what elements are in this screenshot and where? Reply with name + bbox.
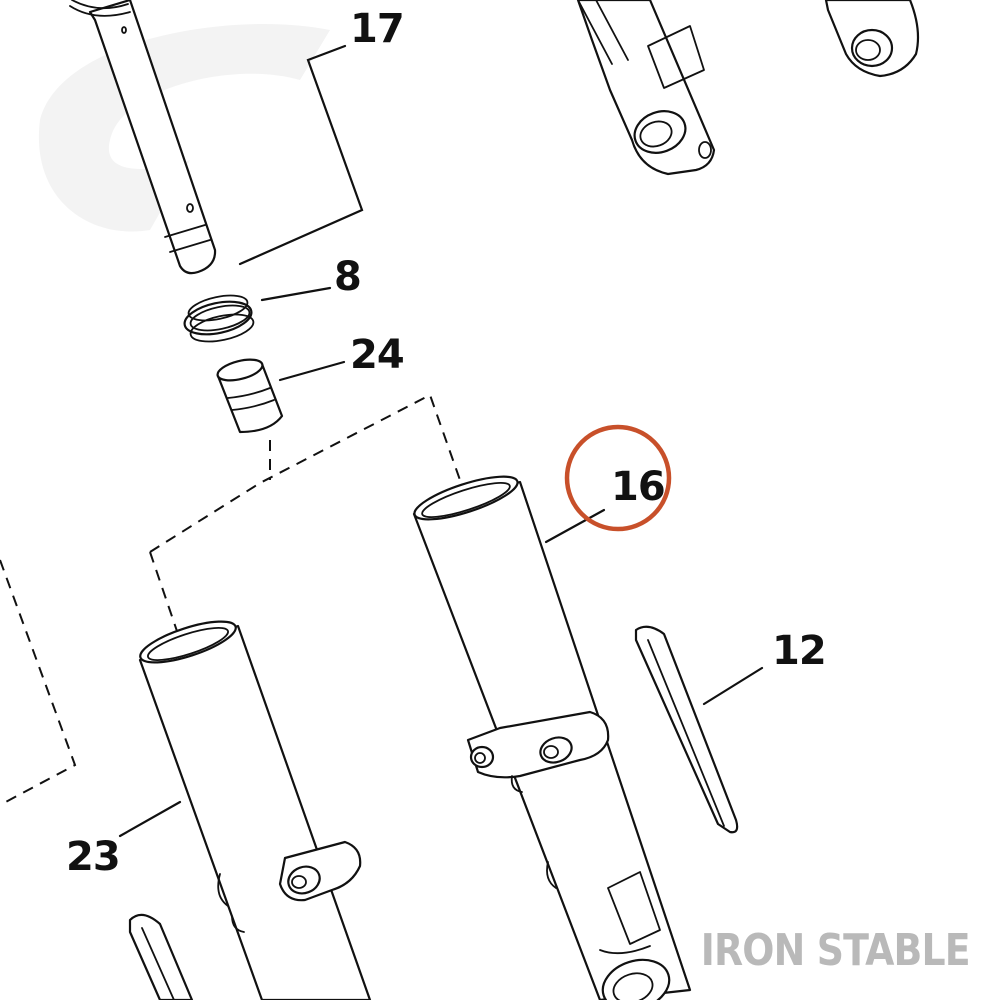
lower-strip-partial <box>128 913 194 1000</box>
callout-12: 12 <box>772 628 826 674</box>
upper-triple-clamp-part <box>576 0 716 176</box>
background-watermark-shape <box>38 24 331 232</box>
part-8-spring <box>183 294 255 343</box>
upper-clamp-part-right <box>824 0 920 78</box>
highlight-circle <box>564 424 672 532</box>
part-16-fork-slider <box>412 475 692 1000</box>
callout-16: 16 <box>611 464 665 510</box>
callout-17: 17 <box>350 6 404 52</box>
callout-leaders <box>118 44 764 838</box>
part-24-bushing <box>216 358 284 434</box>
part-23-fork-slider <box>138 620 372 1000</box>
callout-8: 8 <box>334 254 361 300</box>
callout-23: 23 <box>66 834 120 880</box>
brand-watermark: IRON STABLE <box>701 925 971 976</box>
part-17-fork-tube <box>69 0 217 275</box>
callout-24: 24 <box>350 332 404 378</box>
part-12-strip <box>634 625 739 834</box>
assembly-dashed-lines <box>0 393 461 806</box>
